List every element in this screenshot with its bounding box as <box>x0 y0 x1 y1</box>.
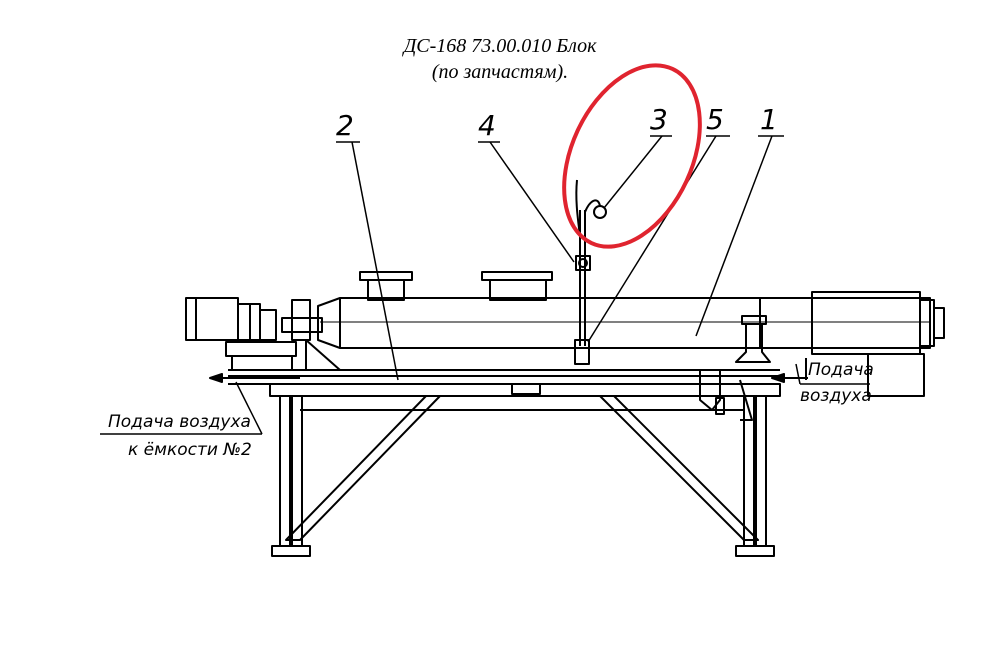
main-cylinder <box>317 291 945 355</box>
vertical-pipe <box>574 179 607 365</box>
right-air-note-line1: Подача <box>808 360 874 380</box>
left-air-note-line2: к ёмкости №2 <box>128 440 252 460</box>
right-air-inlet <box>735 315 925 397</box>
motor-gearbox <box>185 297 323 371</box>
leader-lines <box>100 135 870 435</box>
right-air-note-line2: воздуха <box>800 386 872 406</box>
callout-1: 1 <box>760 103 778 136</box>
air-lines <box>209 358 808 383</box>
callout-3: 3 <box>650 103 668 136</box>
callout-2: 2 <box>336 109 354 142</box>
drawing-title-line1: ДС-168 73.00.010 Блок <box>403 35 597 57</box>
highlight-ellipse <box>562 63 702 249</box>
drawing-title-line2: (по запчастям). <box>431 61 569 83</box>
top-hoppers <box>359 271 553 301</box>
support-frame <box>228 339 781 557</box>
left-air-note-line1: Подача воздуха <box>108 412 251 432</box>
callout-4: 4 <box>478 109 496 142</box>
callout-5: 5 <box>706 103 724 136</box>
